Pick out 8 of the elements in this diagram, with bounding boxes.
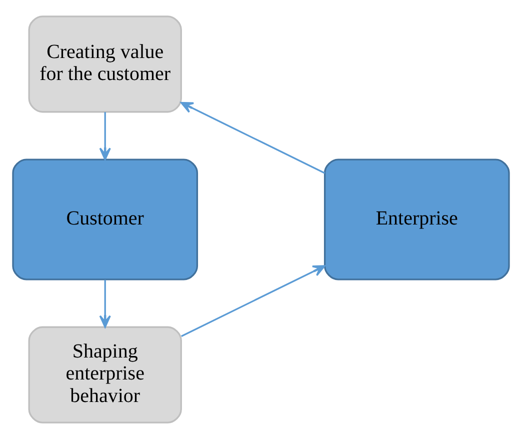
arrow (180, 102, 326, 174)
arrow (99, 280, 111, 328)
arrow (99, 112, 111, 160)
node-box: Enterprise (324, 158, 510, 280)
arrow (181, 265, 326, 338)
node-box: Shaping enterprise behavior (28, 326, 182, 424)
node-box: Creating value for the customer (28, 16, 182, 113)
node-box: Customer (12, 158, 198, 280)
